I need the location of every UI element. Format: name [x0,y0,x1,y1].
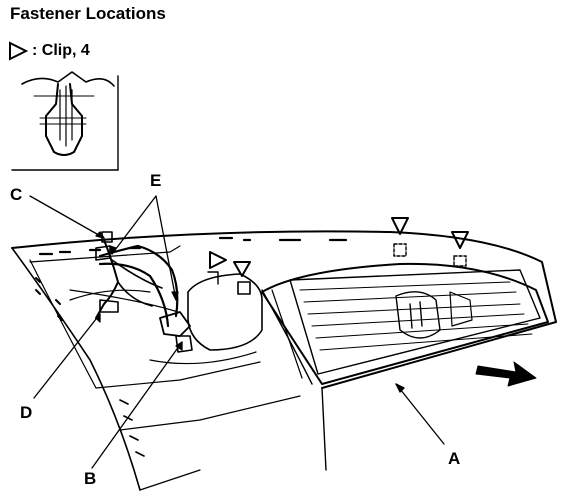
direction-arrow [475,361,537,387]
legend-text: : Clip, 4 [32,42,90,59]
part-a-panel [261,262,549,385]
clip-marker [451,231,469,249]
clip-marker [233,261,251,277]
dashboard-outline [11,230,557,491]
callout-e: E [150,171,162,190]
callout-b: B [84,469,97,488]
cluster-opening [69,273,263,365]
clip-legend: : Clip, 4 [8,40,90,62]
callout-a: A [448,449,461,468]
clip-marker [209,251,227,269]
callout-c: C [10,185,23,204]
leader-lines [29,195,445,469]
clip-detail-inset [11,71,119,171]
triangle-outline-icon [9,41,28,61]
clip-marker [391,217,409,235]
clip-markers [207,217,469,295]
callout-d: D [20,403,33,422]
page-title: Fastener Locations [10,4,166,23]
